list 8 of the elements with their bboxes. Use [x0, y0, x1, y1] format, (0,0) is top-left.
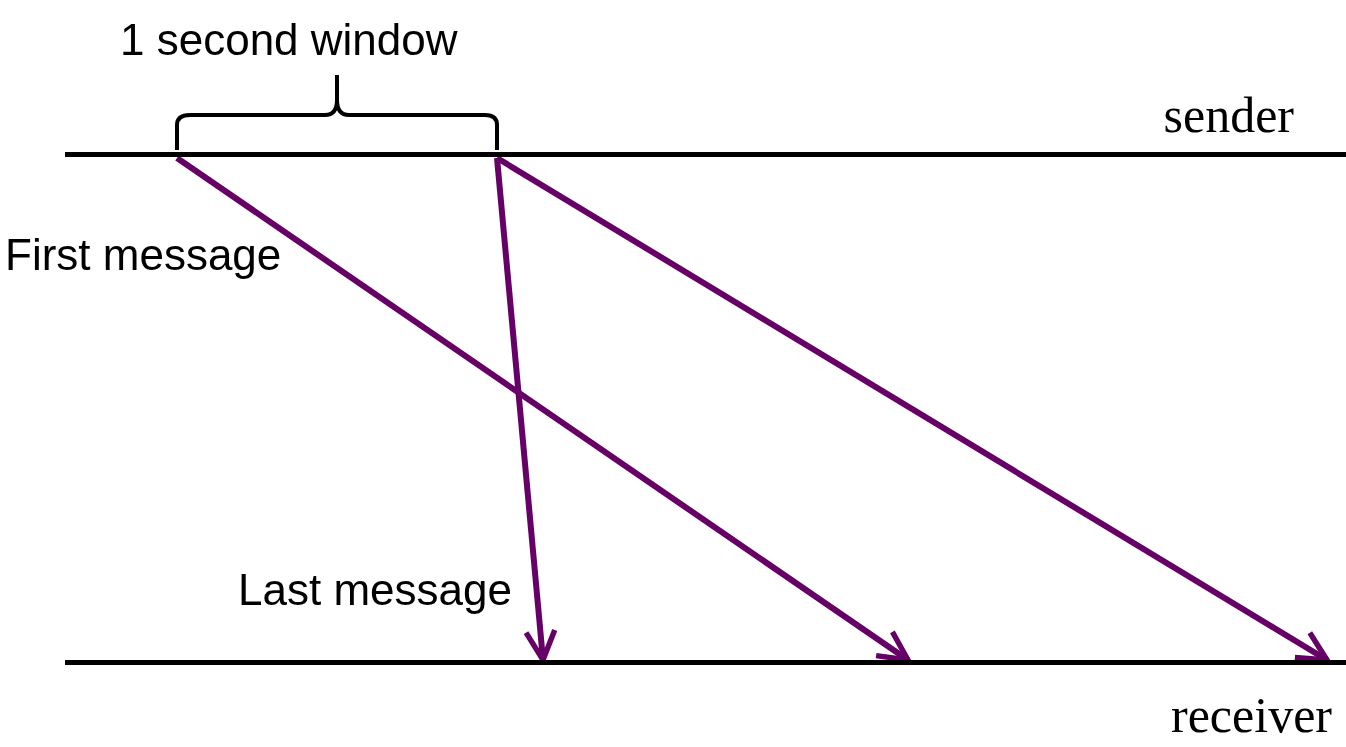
message-label: Last message — [238, 568, 512, 612]
timeline-label: receiver — [1171, 690, 1332, 740]
message-arrow — [175, 155, 911, 663]
message-arrow — [495, 155, 1330, 663]
message-label: First message — [5, 233, 282, 277]
timeline-label: sender — [1163, 90, 1294, 140]
window-label: 1 second window — [120, 18, 458, 62]
message-arrow — [494, 157, 558, 663]
